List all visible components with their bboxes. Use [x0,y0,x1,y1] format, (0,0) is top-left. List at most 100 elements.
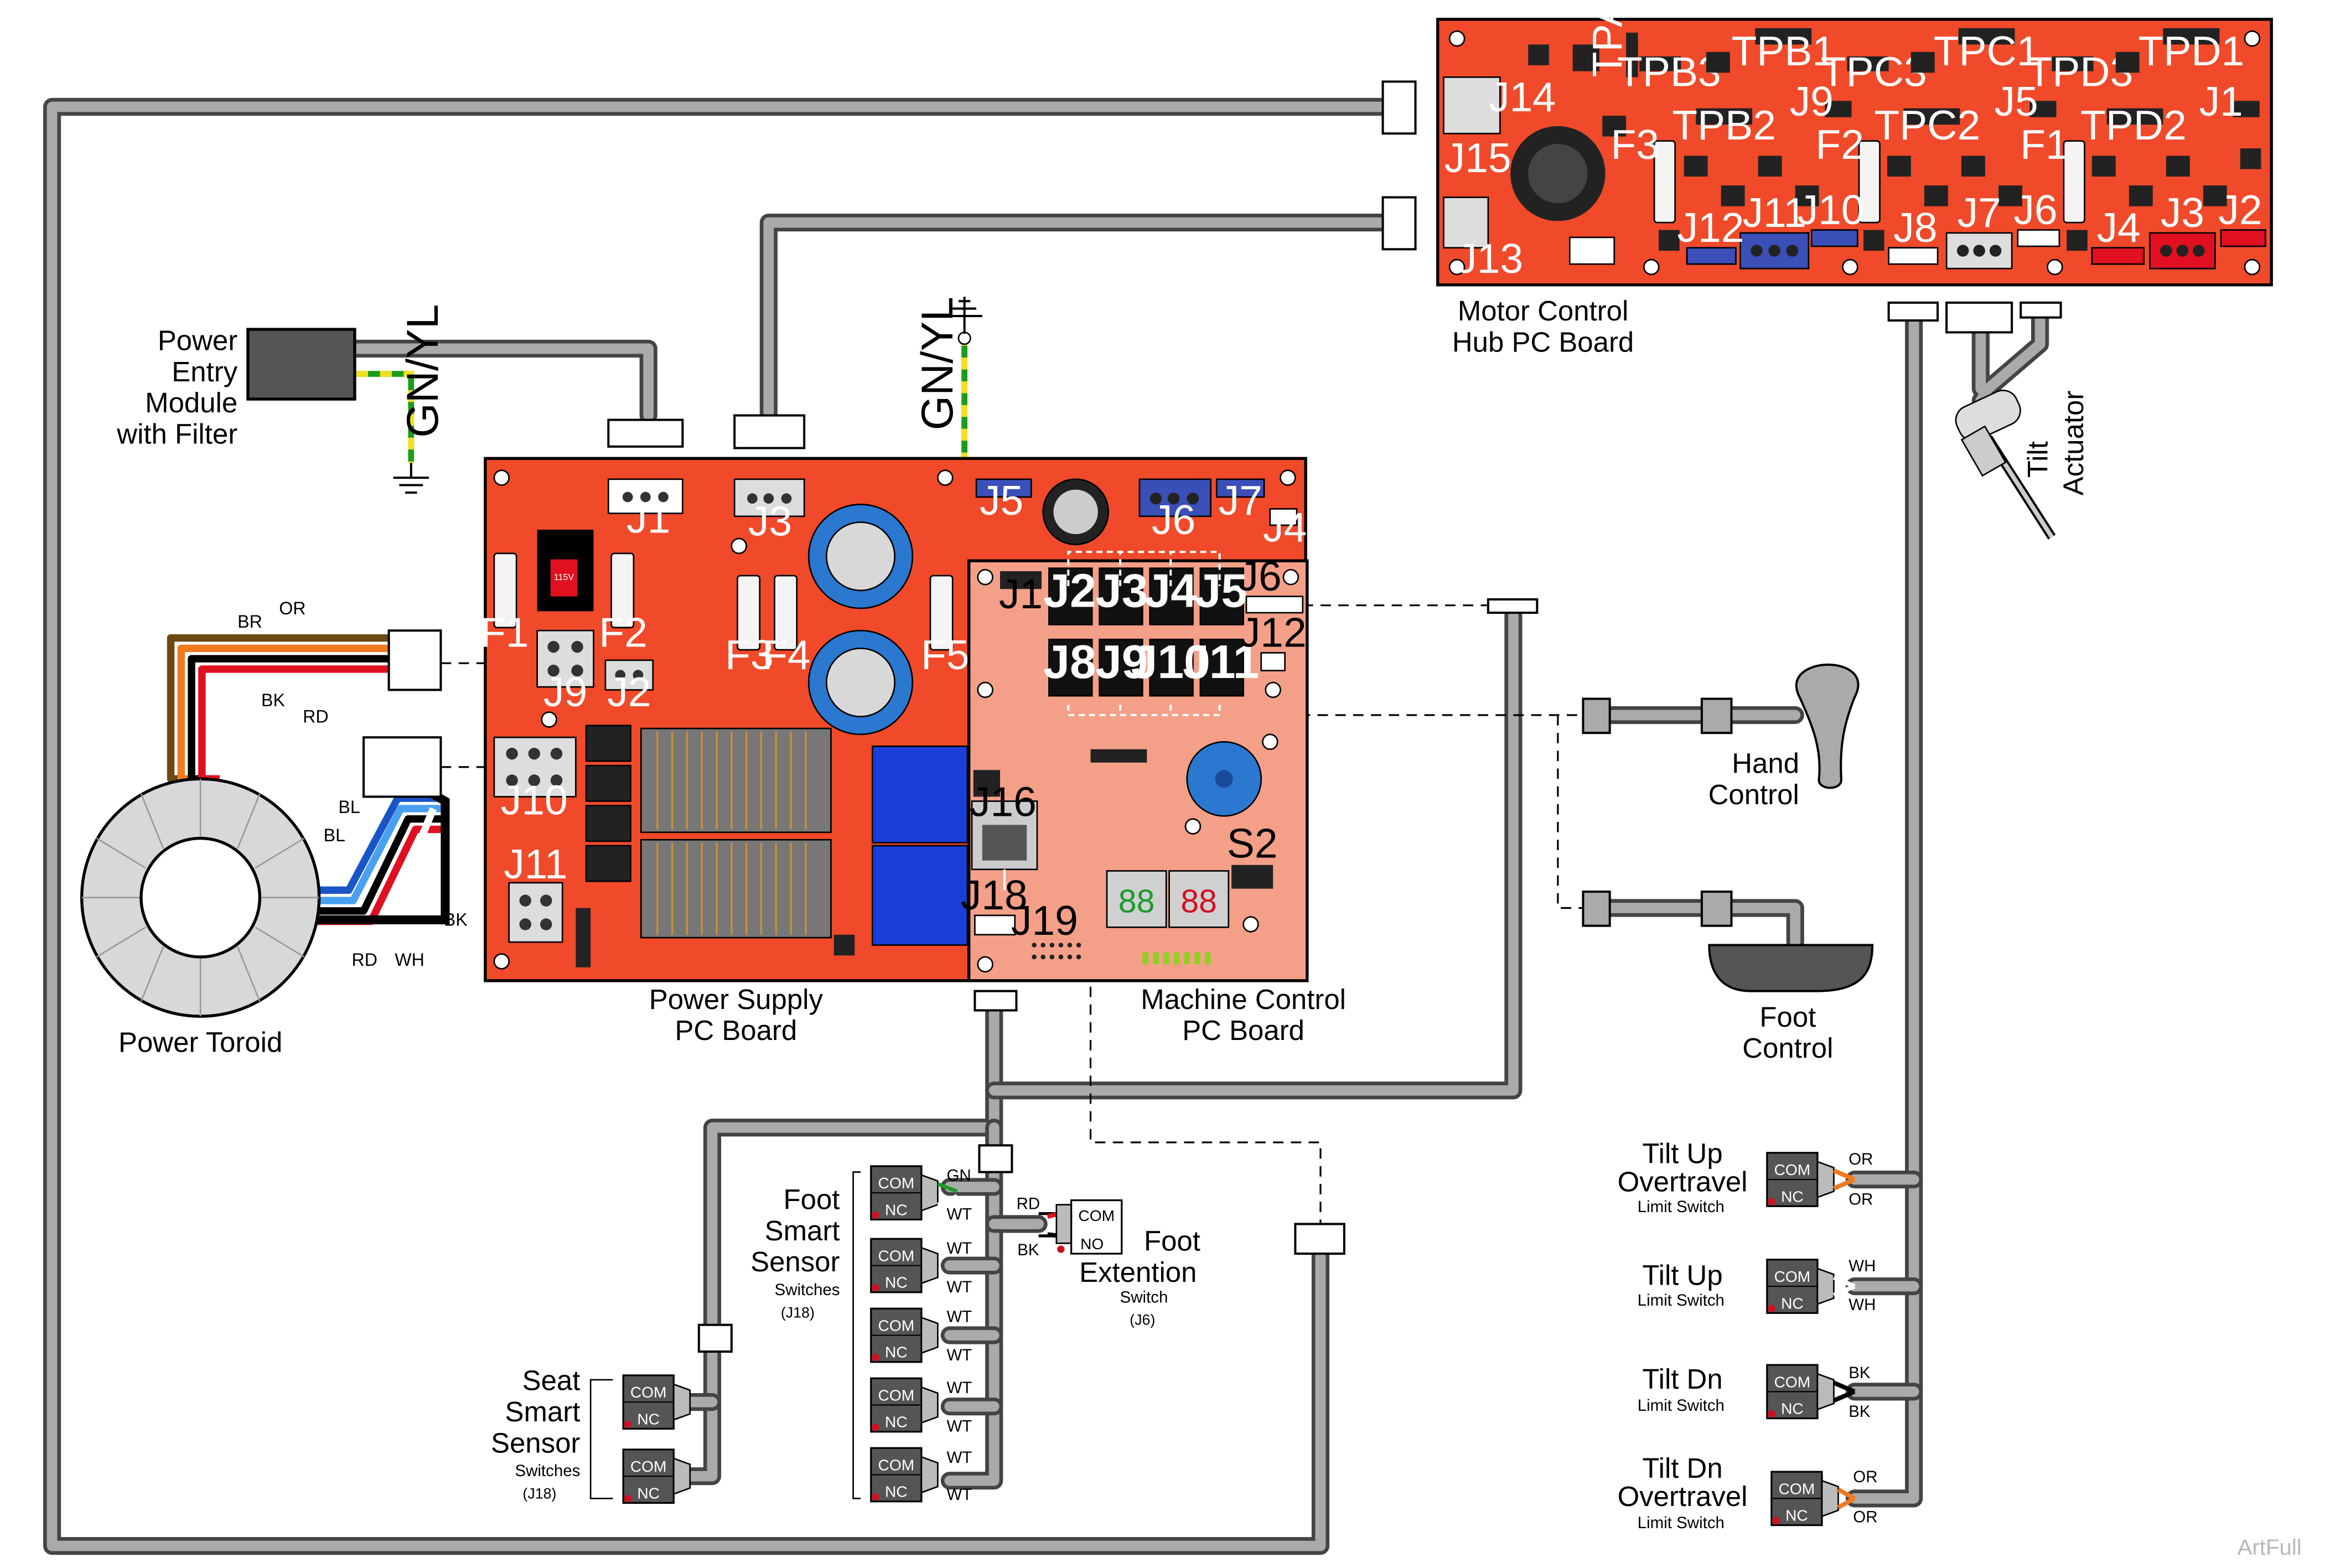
psu-j10-label: J10 [501,777,568,824]
wire-bl-label: BL [338,797,360,817]
foot-smart-title-3: Sensor [750,1246,840,1277]
hand-control-label-2: Control [1708,779,1799,810]
fes-com: COM [1078,1207,1115,1224]
fes-wire-rd: RD [1017,1195,1040,1213]
mcb-j18-label: J18 [961,872,1028,918]
hub-j13-label: J13 [1456,235,1523,282]
hub-j11-label: J11 [1743,189,1806,236]
tuo-wire-or: OR [1848,1150,1873,1168]
power-toroid: Power Toroid BR OR BK RD BL BL RD WH BK [80,598,468,1058]
hub-tpb3-label: TPB3 [1617,48,1721,95]
tdo-com: COM [1779,1480,1815,1497]
fss2-wire-wt: WT [946,1239,972,1257]
motor-hub-board: J14 J15 J13 TPA TPB1 TPB3 TPC3 TP [1436,0,2273,358]
tilt-dn-title: Tilt Dn [1642,1363,1722,1395]
mcb-j6-label: J6 [1237,553,1281,599]
power-entry-module: Power Entry Module with Filter [116,325,356,449]
machine-control-board: J1 J2 J3 J4 J5 J8 J9 J10 J11 J6 J12 J16 [961,551,1346,1046]
ground-symbol-icon [393,463,429,494]
foot-control-label-2: Control [1742,1032,1833,1064]
wire-bk-label: BK [261,690,285,710]
hub-f3-label: F3 [1611,121,1659,168]
fss2-wire-wt-2: WT [946,1278,972,1296]
watermark: ArtFull [2238,1535,2302,1560]
fss4-wire-wt-2: WT [946,1417,972,1436]
seat-smart-title-3: Sensor [491,1427,580,1458]
sss1-com: COM [630,1384,667,1401]
seat-smart-title-2: Smart [505,1396,581,1427]
mcb-j1-label: J1 [999,571,1043,617]
wire-br-label: BR [237,612,262,632]
foot-ext-title-1: Foot [1144,1225,1200,1257]
psu-f1-label: F1 [480,609,529,656]
psu-j6-label: J6 [1152,496,1195,543]
hub-j15-label: J15 [1444,134,1511,181]
mcb-display-green: 88 [1119,884,1155,920]
psu-j11-label: J11 [504,841,567,887]
mcb-j16-label: J16 [970,778,1037,825]
fes-wire-bk: BK [1017,1241,1039,1259]
psu-j5-label: J5 [980,477,1023,524]
wire-rd-label-2: RD [352,950,377,970]
tilt-dn-sub: Limit Switch [1638,1396,1725,1415]
hub-j4-label: J4 [2096,204,2140,251]
hub-tpa-label: TPA [1584,0,1630,77]
mcb-j9-label: J9 [1095,635,1148,689]
ground-wires: GN/YL GN/YL [356,297,982,494]
foot-extension-switch: COM NO RD BK Foot Extention Switch (J6) [1017,1195,1200,1328]
psu-j3-label: J3 [748,498,792,545]
mcb-display-red: 88 [1180,884,1217,920]
foot-smart-conn: (J18) [781,1304,815,1321]
fss1-wire-gn: GN [946,1167,971,1185]
tilt-up-title: Tilt Up [1642,1259,1722,1291]
foot-ext-title-2: Extention [1079,1256,1197,1288]
tilt-actuator-label-1: Tilt [2022,441,2053,478]
tuo-com: COM [1774,1161,1811,1178]
td-com: COM [1774,1373,1811,1390]
fss3-wire-wt-2: WT [946,1346,972,1364]
ground-symbol-icon-2 [946,297,982,334]
foot-ext-conn: (J6) [1130,1312,1155,1328]
psu-f3-label: F3 [725,632,774,678]
hub-board-name-1: Motor Control [1458,295,1628,327]
power-entry-label-1: Power [158,325,237,356]
wire-bl-label-2: BL [324,825,345,845]
fss3-com: COM [878,1317,915,1334]
hub-tpc3-label: TPC3 [1821,48,1927,95]
mcb-j11-label: J11 [1183,635,1259,689]
mcb-j10-label: J10 [1131,635,1210,689]
power-entry-label-3: Module [145,387,237,418]
seat-smart-sub: Switches [515,1462,580,1480]
fss3-wire-wt: WT [946,1307,972,1326]
psu-board-name-1: Power Supply [649,984,824,1015]
mcb-j4-label: J4 [1145,564,1198,617]
fss4-wire-wt: WT [946,1379,972,1397]
tilt-up-over-title-2: Overtravel [1618,1166,1748,1197]
psu-j2-label: J2 [607,669,651,715]
tu-com: COM [1774,1268,1811,1285]
tu-wire-wh-2: WH [1848,1296,1876,1314]
fss5-nc: NC [885,1483,908,1500]
fss1-wire-wt: WT [946,1205,972,1223]
fss5-wire-wt-2: WT [946,1486,972,1504]
gnyl-label-2: GN/YL [913,297,962,430]
mcb-j12-label: J12 [1240,609,1307,656]
mcb-j5-label: J5 [1195,564,1247,617]
mcb-j2-label: J2 [1043,564,1096,617]
hub-tpb1-label: TPB1 [1731,28,1835,74]
hub-tpc1-label: TPC1 [1934,28,2040,74]
hub-j8-label: J8 [1893,204,1937,251]
tdo-wire-or: OR [1853,1468,1877,1486]
hub-tpd2-label: TPD2 [2080,102,2187,148]
foot-control-label-1: Foot [1759,1001,1816,1033]
td-wire-bk: BK [1848,1364,1871,1382]
hub-j6-label: J6 [2013,187,2057,233]
foot-smart-sub: Switches [775,1281,840,1299]
foot-smart-title-2: Smart [765,1215,840,1246]
gnyl-label: GN/YL [398,304,448,437]
hand-control-label-1: Hand [1732,748,1799,779]
fss4-com: COM [878,1386,915,1404]
